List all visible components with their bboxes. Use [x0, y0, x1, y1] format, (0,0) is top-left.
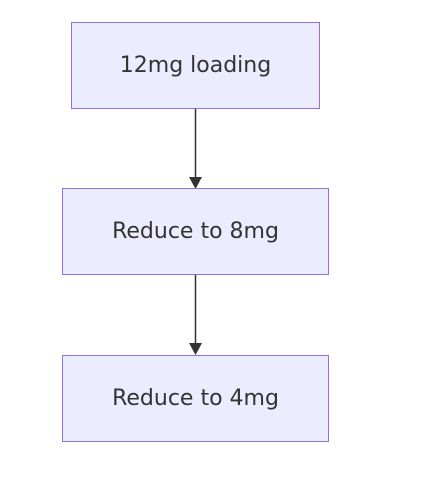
arrowhead-icon	[189, 343, 202, 355]
edge-n1-n2	[189, 109, 202, 189]
node-label: Reduce to 4mg	[112, 386, 279, 411]
flow-node-12mg-loading: 12mg loading	[71, 22, 320, 109]
flow-node-reduce-to-4mg: Reduce to 4mg	[62, 355, 329, 442]
node-label: 12mg loading	[119, 53, 272, 78]
node-label: Reduce to 8mg	[112, 219, 279, 244]
flow-node-reduce-to-8mg: Reduce to 8mg	[62, 188, 329, 275]
edge-n2-n3	[189, 275, 202, 355]
